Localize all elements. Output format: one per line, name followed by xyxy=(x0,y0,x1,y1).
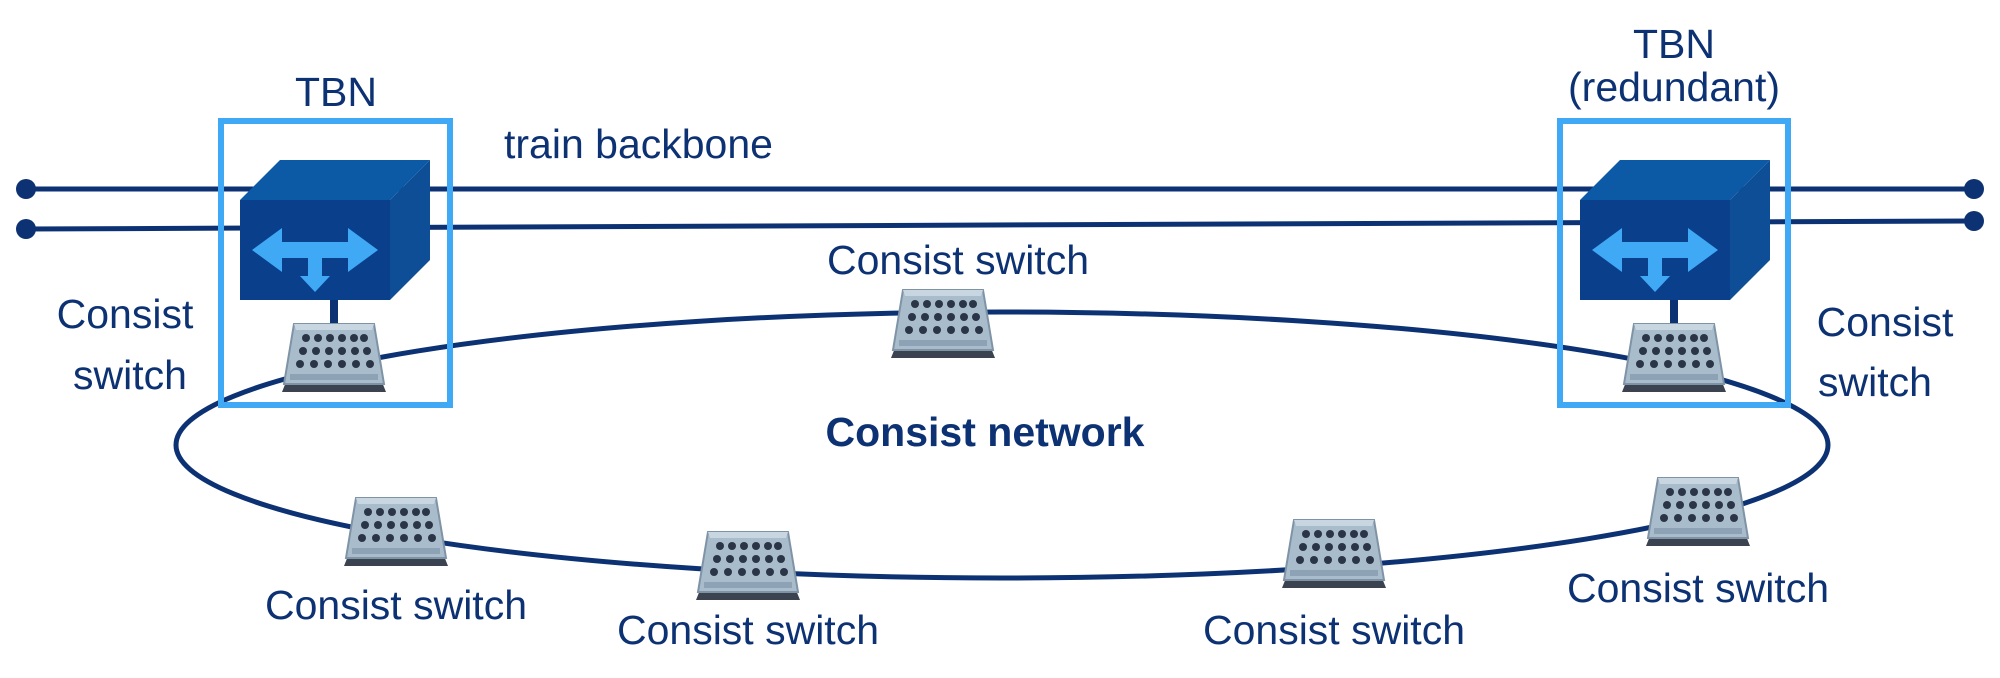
backbone-endpoint xyxy=(16,219,36,239)
consist-network-label: Consist network xyxy=(825,409,1145,455)
ethernet-switch-icon xyxy=(890,289,996,359)
tbn-right-frame xyxy=(1557,118,1791,408)
ethernet-switch-icon xyxy=(1621,323,1727,393)
backbone-endpoint xyxy=(16,179,36,199)
network-switch-box-icon xyxy=(240,160,430,300)
network-switch-box-icon xyxy=(1580,160,1770,300)
ethernet-switch-icon xyxy=(1281,519,1387,589)
consist-network-ring xyxy=(173,309,1831,581)
consist-switch-bottom-label-3: Consist switch xyxy=(1202,607,1465,653)
backbone-endpoint xyxy=(1964,179,1984,199)
consist-switch-left-label-line1: Consist xyxy=(56,291,194,337)
consist-switch-bottom-label-4: Consist switch xyxy=(1566,565,1829,611)
ethernet-switch-icon xyxy=(1645,477,1751,547)
consist-switch-right-label-line2: switch xyxy=(1818,359,1932,405)
ethernet-switch-icon xyxy=(281,323,387,393)
consist-switch-bottom-label-2: Consist switch xyxy=(616,607,879,653)
consist-switch-left-label-line2: switch xyxy=(73,352,187,398)
consist-switch-right-label-line1: Consist xyxy=(1816,299,1954,345)
tbn-right-label-line1: TBN xyxy=(1633,21,1715,67)
consist-switch-bottom-label-1: Consist switch xyxy=(264,582,527,628)
ethernet-switch-icon xyxy=(695,531,801,601)
backbone-endpoint xyxy=(1964,211,1984,231)
tbn-right-label-line2: (redundant) xyxy=(1568,64,1780,110)
tbn-left-label: TBN xyxy=(295,69,377,115)
tbn-left-frame xyxy=(218,118,453,408)
backbone-label: train backbone xyxy=(504,121,773,167)
consist-switch-top-label: Consist switch xyxy=(826,237,1089,283)
ethernet-switch-icon xyxy=(343,497,449,567)
